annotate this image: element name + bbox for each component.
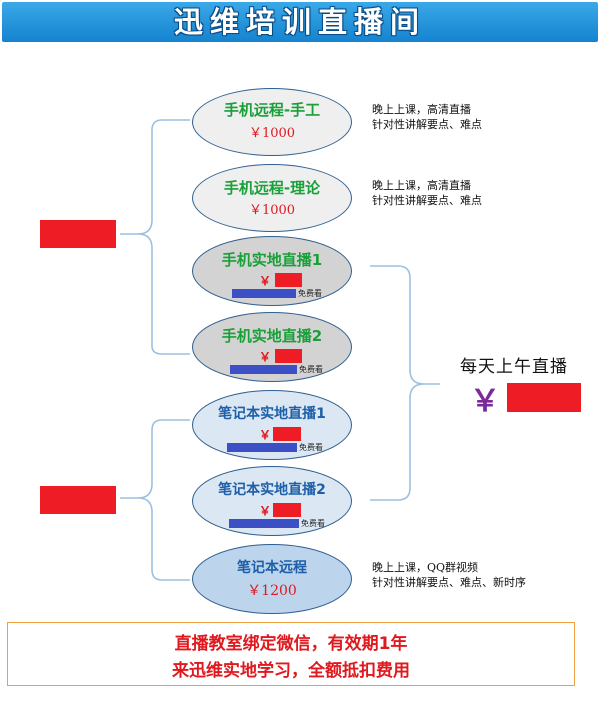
yen-symbol: ￥ [259, 350, 272, 364]
course-title: 笔记本实地直播2 [218, 482, 326, 498]
footer-line-2: 来迅维实地学习，全额抵扣费用 [172, 661, 410, 681]
redacted-box-right [507, 383, 581, 412]
note-line: 晚上上课，高清直播 [372, 179, 471, 192]
free-label: 免费看 [299, 443, 323, 452]
course-ellipse: 手机实地直播2 ￥ 免费看 [192, 312, 352, 382]
redacted-price [275, 273, 302, 287]
course-ellipse: 笔记本实地直播1 ￥ 免费看 [192, 390, 352, 460]
course-note: 晚上上课，高清直播 针对性讲解要点、难点 [372, 102, 482, 132]
course-title: 手机远程-理论 [223, 179, 321, 197]
redacted-box-left-1 [40, 220, 116, 248]
course-ellipse: 笔记本实地直播2 ￥ 免费看 [192, 466, 352, 536]
note-line: 针对性讲解要点、难点 [372, 194, 482, 207]
course-note: 晚上上课，高清直播 针对性讲解要点、难点 [372, 178, 482, 208]
course-ellipse: 笔记本远程 ￥1200 [192, 544, 352, 614]
note-line: 针对性讲解要点、难点、新时序 [372, 576, 526, 589]
course-ellipse: 手机远程-手工 ￥1000 [192, 88, 352, 156]
note-line: 晚上上课，QQ群视频 [372, 561, 479, 574]
course-ellipse: 手机远程-理论 ￥1000 [192, 164, 352, 232]
redacted-bar [227, 443, 297, 452]
footer-line-1: 直播教室绑定微信，有效期1年 [174, 634, 408, 654]
yen-symbol-large: ￥ [470, 384, 500, 419]
redacted-price [273, 503, 301, 517]
left-bracket-laptop [120, 419, 190, 581]
note-line: 晚上上课，高清直播 [372, 103, 471, 116]
redacted-price [273, 427, 301, 441]
redacted-box-left-2 [40, 486, 116, 514]
redacted-bar [230, 365, 297, 374]
course-title: 笔记本远程 [237, 560, 307, 576]
header-banner [2, 2, 598, 42]
yen-symbol: ￥ [259, 504, 272, 518]
yen-symbol: ￥ [259, 274, 272, 288]
redacted-price [275, 349, 302, 363]
course-price: ￥1000 [248, 126, 296, 141]
left-bracket-phone [120, 119, 190, 355]
note-line: 针对性讲解要点、难点 [372, 118, 482, 131]
redacted-bar [232, 289, 296, 298]
redacted-bar [229, 519, 299, 528]
footer-box: 直播教室绑定微信，有效期1年 来迅维实地学习，全额抵扣费用 [7, 622, 575, 686]
free-label: 免费看 [299, 365, 323, 374]
course-title: 手机实地直播2 [221, 327, 323, 345]
course-price: ￥1200 [247, 583, 297, 599]
right-bracket [370, 265, 440, 501]
course-title: 笔记本实地直播1 [218, 406, 326, 422]
course-ellipse: 手机实地直播1 ￥ 免费看 [192, 236, 352, 306]
free-label: 免费看 [298, 289, 322, 298]
course-note: 晚上上课，QQ群视频 针对性讲解要点、难点、新时序 [372, 560, 526, 590]
course-price: ￥1000 [248, 203, 296, 218]
yen-symbol: ￥ [259, 428, 272, 442]
course-title: 手机远程-手工 [223, 101, 321, 119]
page-title: 迅维培训直播间 [173, 5, 426, 39]
course-title: 手机实地直播1 [221, 251, 323, 269]
daily-live-label: 每天上午直播 [460, 357, 568, 377]
free-label: 免费看 [301, 519, 325, 528]
